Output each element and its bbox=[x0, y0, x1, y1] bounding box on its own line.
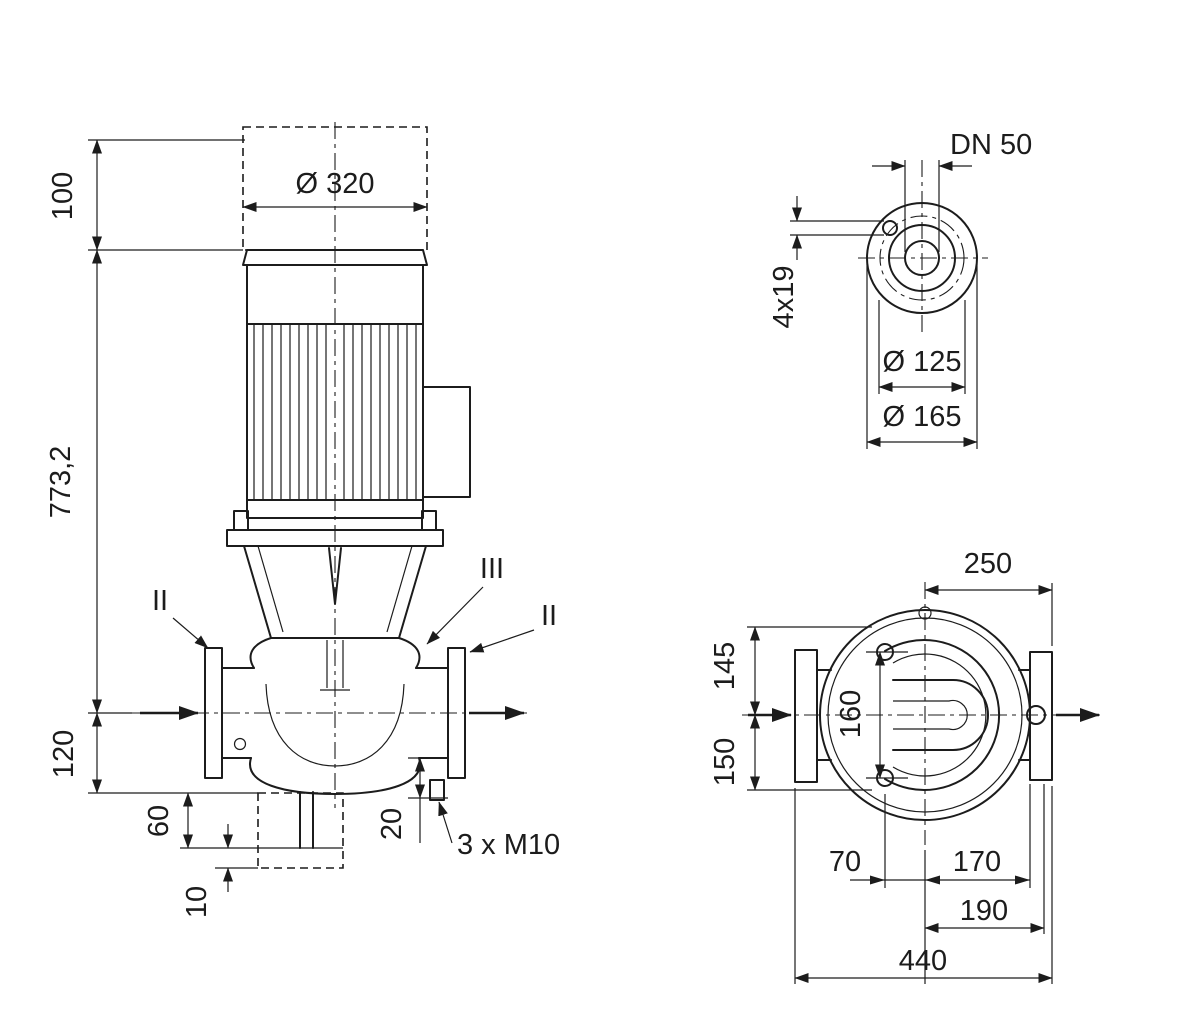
top-extension-lines bbox=[747, 583, 1053, 984]
lantern-outline bbox=[226, 510, 444, 639]
right-flange-top bbox=[1029, 651, 1053, 781]
dim-150-label: 150 bbox=[709, 738, 741, 786]
cooling-fins bbox=[253, 324, 417, 500]
drain-plug bbox=[233, 737, 247, 751]
top-view-dimensions: 250 145 160 150 70 170 190 440 bbox=[709, 548, 1053, 984]
dim-120-label: 120 bbox=[48, 730, 80, 778]
section-ii-left-label: II bbox=[152, 585, 168, 617]
bolt-right bbox=[421, 510, 437, 531]
dim-125-label: Ø 125 bbox=[883, 346, 962, 378]
m10-lug bbox=[429, 779, 445, 801]
discharge-flange bbox=[447, 647, 466, 779]
handle-outer bbox=[892, 679, 989, 751]
motor-outline bbox=[242, 126, 471, 519]
dim-100-label: 100 bbox=[47, 172, 79, 220]
dim-160-label: 160 bbox=[835, 690, 867, 738]
section-ii-left-leader bbox=[172, 617, 209, 649]
dim-60-label: 60 bbox=[143, 805, 175, 837]
volute-bowl bbox=[249, 757, 421, 795]
side-view-dimensions: 100 773,2 120 60 10 20 Ø 320 3 x M10 II … bbox=[45, 139, 560, 918]
dim-20-label: 20 bbox=[376, 808, 408, 840]
dn50-label: DN 50 bbox=[950, 129, 1032, 161]
lantern-inner bbox=[257, 545, 413, 633]
flange-dimensions: DN 50 4x19 Ø 125 Ø 165 bbox=[768, 129, 1032, 449]
port-pipes-top bbox=[816, 669, 1031, 761]
dim-170-label: 170 bbox=[953, 846, 1001, 878]
pump-casing-outline bbox=[180, 637, 466, 869]
drain-stub bbox=[299, 791, 314, 849]
port-pipes bbox=[221, 667, 449, 759]
suction-flange bbox=[204, 647, 223, 779]
flange-circles bbox=[858, 160, 988, 332]
terminal-box bbox=[422, 386, 471, 498]
flange-extension-lines bbox=[790, 160, 978, 449]
dim-165-label: Ø 165 bbox=[883, 401, 962, 433]
section-ii-right-label: II bbox=[541, 600, 557, 632]
dim-440-label: 440 bbox=[899, 945, 947, 977]
dim-250-label: 250 bbox=[964, 548, 1012, 580]
bolt-left bbox=[233, 510, 249, 531]
flange-plate bbox=[226, 529, 444, 547]
dim-773-label: 773,2 bbox=[45, 446, 77, 519]
side-view: 100 773,2 120 60 10 20 Ø 320 3 x M10 II … bbox=[45, 122, 560, 918]
top-view-outline bbox=[742, 582, 1100, 845]
m10-label: 3 x M10 bbox=[457, 829, 560, 861]
clearance-dashed-box bbox=[242, 126, 428, 251]
extension-lines bbox=[88, 139, 448, 799]
dim-70-label: 70 bbox=[829, 846, 861, 878]
lantern-sides bbox=[243, 545, 427, 639]
section-iii-label: III bbox=[480, 553, 504, 585]
shaft-lines bbox=[320, 640, 350, 691]
flange-view: DN 50 4x19 Ø 125 Ø 165 bbox=[768, 129, 1032, 449]
left-flange-top bbox=[794, 649, 818, 783]
casing-shoulders bbox=[249, 637, 421, 669]
bolt-hole bbox=[882, 220, 898, 236]
top-view: 250 145 160 150 70 170 190 440 bbox=[709, 548, 1100, 984]
dim-10-label: 10 bbox=[181, 886, 213, 918]
section-ii-right-leader bbox=[469, 629, 535, 653]
dim-145-label: 145 bbox=[709, 642, 741, 690]
cover-arc-inner bbox=[892, 653, 987, 777]
volute-inner bbox=[265, 683, 405, 767]
base-dashed-box bbox=[257, 792, 344, 869]
dim-190-label: 190 bbox=[960, 895, 1008, 927]
shaft-tip bbox=[328, 547, 342, 605]
bolt-holes-label: 4x19 bbox=[768, 266, 800, 329]
section-iii-leader bbox=[426, 586, 484, 645]
centerlines bbox=[130, 122, 527, 808]
fin-bounds bbox=[246, 323, 424, 501]
dim-320-label: Ø 320 bbox=[296, 168, 375, 200]
m10-leader bbox=[438, 801, 453, 844]
